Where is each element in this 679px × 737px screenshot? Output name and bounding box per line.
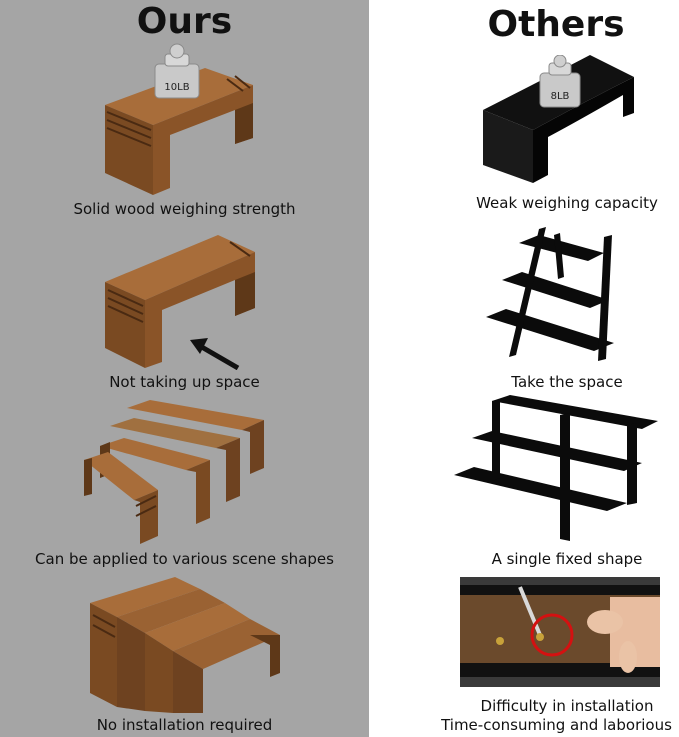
others-caption-5: Time-consuming and laborious xyxy=(441,716,672,734)
ours-caption-2: Not taking up space xyxy=(109,373,260,391)
wood-stands-nested-image xyxy=(84,400,264,544)
highlight-circle xyxy=(530,613,574,657)
acrylic-stairs-image xyxy=(486,227,614,361)
others-heading: Others xyxy=(487,4,625,45)
acrylic-riser-with-weight-image: 8LB xyxy=(483,55,634,183)
ours-caption-3: Can be applied to various scene shapes xyxy=(35,550,334,568)
wood-stands-stepped-image xyxy=(90,577,280,713)
wood-stand-compact-image xyxy=(105,235,255,370)
ours-caption-1: Solid wood weighing strength xyxy=(73,200,296,218)
others-weight-label: 8LB xyxy=(551,91,570,102)
others-caption-2: Take the space xyxy=(511,373,623,391)
others-caption-3: A single fixed shape xyxy=(491,550,643,568)
acrylic-three-tier-image xyxy=(454,395,658,541)
others-caption-1: Weak weighing capacity xyxy=(476,194,658,212)
installation-photo-image xyxy=(460,577,660,687)
wood-stand-with-weight-image: 10LB xyxy=(105,43,253,195)
ours-weight-label: 10LB xyxy=(164,82,189,93)
ours-caption-4: No installation required xyxy=(96,716,273,734)
ours-heading: Ours xyxy=(136,1,233,42)
others-caption-4: Difficulty in installation xyxy=(480,697,654,715)
